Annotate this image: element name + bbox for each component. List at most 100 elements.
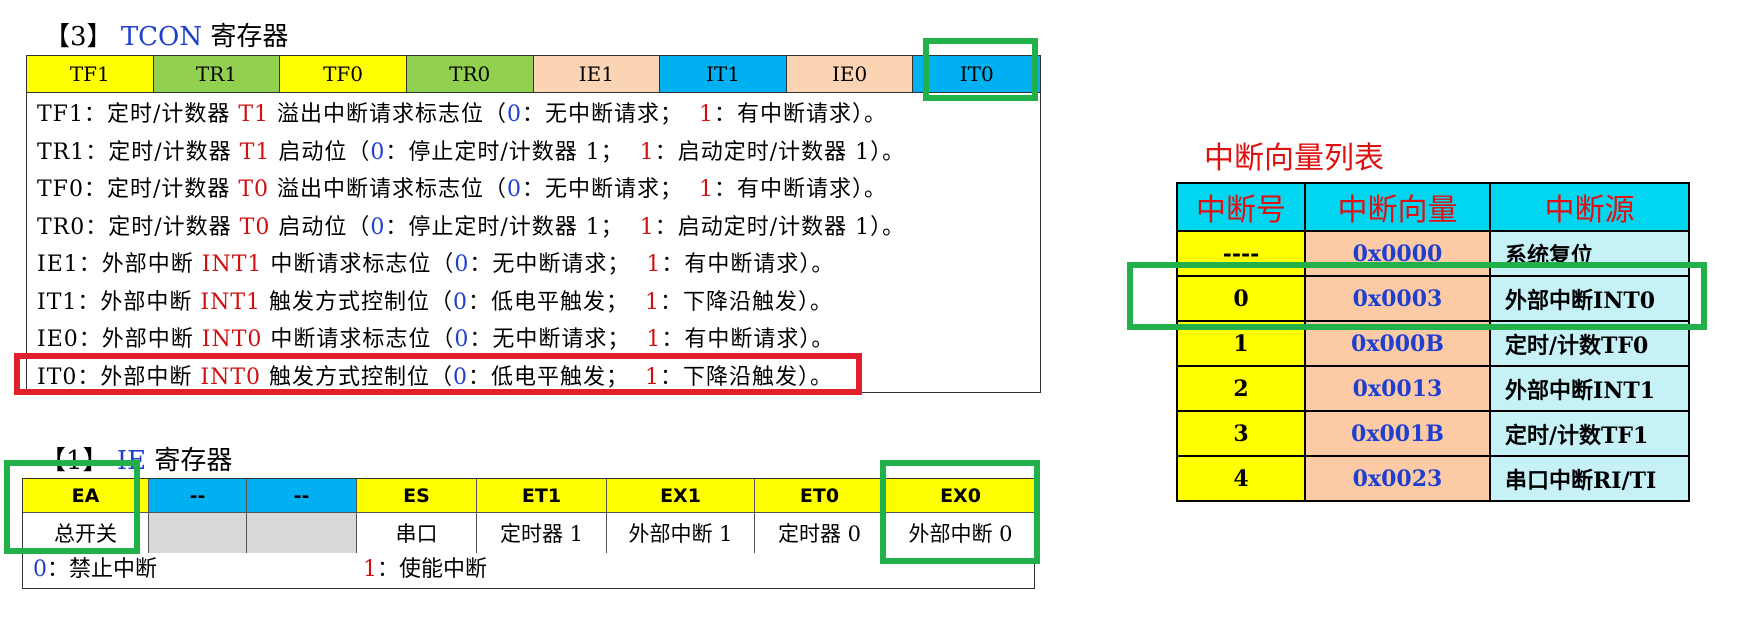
tcon-desc-line: IT0：外部中断 INT0 触发方式控制位（0：低电平触发； 1：下降沿触发）。: [27, 359, 1040, 397]
vector-cell-source: 定时/计数TF0: [1489, 320, 1690, 367]
ie-bit-desc: 定时器 0: [755, 513, 885, 553]
tcon-desc-d0: ：低电平触发；: [468, 364, 645, 390]
tcon-desc-v1: 1: [639, 214, 655, 240]
ie-heading-name: IE: [116, 446, 147, 476]
tcon-desc-name: INT1: [201, 252, 263, 277]
vector-cell-address: 0x0023: [1304, 455, 1491, 502]
vector-cell-source: 外部中断INT0: [1489, 275, 1690, 322]
tcon-desc-mid: 启动位（: [270, 214, 371, 240]
ie-heading-prefix: 【1】: [40, 446, 109, 476]
tcon-desc-v1: 1: [645, 289, 660, 315]
tcon-desc-mid: 中断请求标志位（: [262, 252, 455, 277]
tcon-desc-line: TF1：定时/计数器 T1 溢出中断请求标志位（0：无中断请求； 1：有中断请求…: [27, 96, 1040, 134]
tcon-desc-pre: 外部中断: [100, 364, 201, 390]
tcon-desc-v1: 1: [645, 364, 660, 390]
ie-bit-et1: ET1: [477, 479, 607, 513]
tcon-desc-line: IE0：外部中断 INT0 中断请求标志位（0：无中断请求； 1：有中断请求）。: [27, 321, 1040, 359]
vector-header-number: 中断号: [1176, 182, 1306, 232]
ie-bit-desc: 外部中断 1: [607, 513, 755, 553]
tcon-desc-v0: 0: [507, 177, 523, 202]
ie-note-disable: 0：禁止中断: [23, 552, 363, 588]
tcon-desc-d0: ：无中断请求；: [522, 177, 700, 202]
tcon-desc-mid: 启动位（: [270, 139, 371, 165]
tcon-desc-v0: 0: [453, 289, 468, 315]
tcon-desc-mid: 触发方式控制位（: [261, 289, 453, 315]
vector-cell-source: 串口中断RI/TI: [1489, 455, 1690, 502]
tcon-desc-line: TF0：定时/计数器 T0 溢出中断请求标志位（0：无中断请求； 1：有中断请求…: [27, 171, 1040, 209]
tcon-desc-line: IT1：外部中断 INT1 触发方式控制位（0：低电平触发； 1：下降沿触发）。: [27, 284, 1040, 322]
ie-bit-ex0: EX0: [885, 479, 1036, 513]
vector-cell-source: 外部中断INT1: [1489, 365, 1690, 412]
tcon-desc-v0: 0: [507, 102, 523, 127]
tcon-desc-name: INT0: [200, 364, 261, 390]
tcon-desc-line: IE1：外部中断 INT1 中断请求标志位（0：无中断请求； 1：有中断请求）。: [27, 246, 1040, 284]
vector-cell-address: 0x001B: [1304, 410, 1491, 457]
tcon-description-list: TF1：定时/计数器 T1 溢出中断请求标志位（0：无中断请求； 1：有中断请求…: [26, 93, 1041, 393]
ie-bit-desc: 定时器 1: [477, 513, 607, 553]
vector-cell-address: 0x0013: [1304, 365, 1491, 412]
tcon-desc-v1: 1: [646, 327, 662, 352]
ie-bit-desc: [149, 513, 247, 553]
tcon-desc-d1: ：启动定时/计数器 1）。: [654, 214, 906, 240]
ie-note-d1: ：使能中断: [377, 557, 488, 582]
vector-table-title: 中断向量列表: [1204, 141, 1384, 176]
tcon-desc-v0: 0: [454, 327, 470, 352]
ie-bit-desc: [247, 513, 357, 553]
tcon-desc-pre: 定时/计数器: [108, 139, 240, 165]
vector-cell-source: 定时/计数TF1: [1489, 410, 1690, 457]
ie-bit-desc: 总开关: [23, 513, 149, 553]
ie-note-v1: 1: [363, 557, 377, 582]
tcon-desc-name: T1: [239, 139, 271, 165]
vector-cell-number: 0: [1176, 275, 1306, 322]
vector-cell-number: 1: [1176, 320, 1306, 367]
ie-bit-et0: ET0: [755, 479, 885, 513]
tcon-desc-bit: TF0：: [37, 177, 107, 202]
tcon-desc-bit: IE1：: [37, 252, 102, 277]
tcon-bit-ie1: IE1: [533, 56, 661, 92]
tcon-desc-d0: ：停止定时/计数器 1；: [385, 214, 640, 240]
tcon-desc-d0: ：无中断请求；: [469, 327, 647, 352]
vector-cell-address: 0x0000: [1304, 230, 1491, 277]
tcon-desc-mid: 溢出中断请求标志位（: [269, 102, 508, 127]
tcon-desc-mid: 溢出中断请求标志位（: [269, 177, 508, 202]
ie-bit-es: ES: [357, 479, 477, 513]
tcon-desc-mid: 触发方式控制位（: [261, 364, 453, 390]
tcon-desc-d1: ：有中断请求）。: [714, 102, 888, 127]
tcon-desc-d0: ：低电平触发；: [468, 289, 645, 315]
tcon-heading-name: TCON: [120, 22, 203, 52]
tcon-heading-suffix: 寄存器: [210, 22, 289, 52]
tcon-bit-tf1: TF1: [27, 56, 154, 92]
tcon-desc-bit: IT1：: [37, 289, 101, 315]
ie-note-enable: 1：使能中断: [363, 557, 487, 582]
vector-table-header: 中断号 中断向量 中断源: [1176, 182, 1690, 232]
vector-header-address: 中断向量: [1304, 182, 1491, 232]
ie-bit-reserved-2: --: [247, 479, 357, 513]
tcon-desc-name: T0: [239, 214, 271, 240]
vector-cell-number: ----: [1176, 230, 1306, 277]
tcon-bit-ie0: IE0: [786, 56, 914, 92]
vector-cell-source: 系统复位: [1489, 230, 1690, 277]
tcon-desc-d1: ：有中断请求）。: [714, 177, 888, 202]
tcon-desc-name: INT0: [201, 327, 263, 352]
tcon-bit-tr0: TR0: [406, 56, 534, 92]
tcon-desc-d0: ：停止定时/计数器 1；: [385, 139, 640, 165]
vector-cell-number: 2: [1176, 365, 1306, 412]
tcon-desc-bit: TR1：: [37, 139, 109, 165]
ie-bit-desc: 外部中断 0: [885, 513, 1036, 553]
vector-cell-address: 0x0003: [1304, 275, 1491, 322]
vector-header-source: 中断源: [1489, 182, 1690, 232]
tcon-heading-prefix: 【3】: [44, 22, 113, 52]
ie-heading-suffix: 寄存器: [154, 446, 233, 476]
tcon-desc-d1: ：下降沿触发）。: [660, 289, 834, 315]
tcon-desc-line: TR0：定时/计数器 T0 启动位（0：停止定时/计数器 1； 1：启动定时/计…: [27, 209, 1040, 247]
tcon-desc-pre: 定时/计数器: [106, 102, 239, 127]
tcon-desc-d1: ：下降沿触发）。: [660, 364, 834, 390]
tcon-desc-d1: ：有中断请求）。: [661, 252, 835, 277]
